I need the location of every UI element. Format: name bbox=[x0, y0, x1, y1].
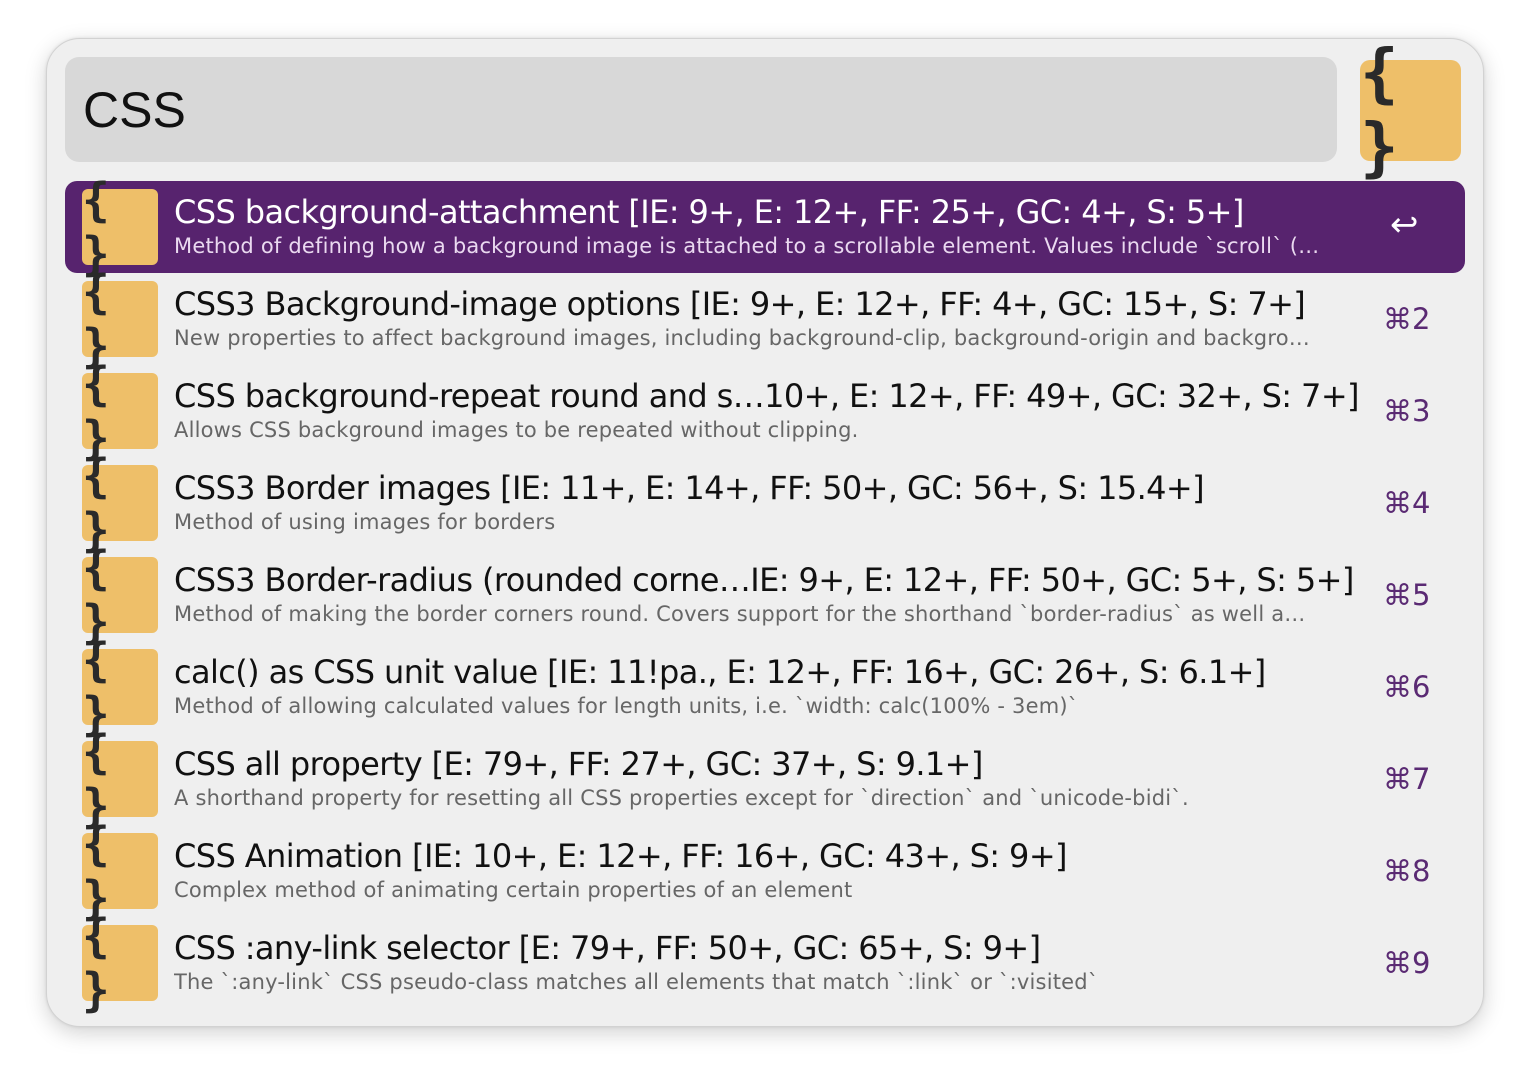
braces-icon: { } bbox=[82, 173, 158, 281]
search-box[interactable] bbox=[65, 57, 1337, 162]
search-input[interactable] bbox=[83, 75, 1323, 145]
braces-icon: { } bbox=[82, 817, 158, 925]
result-row[interactable]: { } CSS background-repeat round and s…10… bbox=[65, 357, 1465, 465]
braces-icon: { } bbox=[82, 449, 158, 557]
result-row[interactable]: { } CSS :any-link selector [E: 79+, FF: … bbox=[65, 909, 1465, 1017]
result-subtitle: Method of allowing calculated values for… bbox=[174, 694, 1079, 718]
shortcut-label: ⌘4 bbox=[1383, 486, 1431, 520]
braces-icon: { } bbox=[82, 265, 158, 373]
braces-icon: { } bbox=[82, 633, 158, 741]
result-row[interactable]: { } CSS Animation [IE: 10+, E: 12+, FF: … bbox=[65, 817, 1465, 925]
result-row[interactable]: { } CSS all property [E: 79+, FF: 27+, G… bbox=[65, 725, 1465, 833]
result-title: calc() as CSS unit value [IE: 11!pa., E:… bbox=[174, 653, 1266, 691]
result-row[interactable]: { } CSS3 Background-image options [IE: 9… bbox=[65, 265, 1465, 373]
braces-icon: { } bbox=[82, 725, 158, 833]
shortcut-label: ⌘9 bbox=[1383, 946, 1431, 980]
shortcut-label: ⌘2 bbox=[1383, 302, 1431, 336]
result-subtitle: A shorthand property for resetting all C… bbox=[174, 786, 1189, 810]
results-list: { } CSS background-attachment [IE: 9+, E… bbox=[65, 173, 1465, 1017]
result-subtitle: Method of defining how a background imag… bbox=[174, 234, 1320, 258]
result-subtitle: New properties to affect background imag… bbox=[174, 326, 1310, 350]
shortcut-label: ⌘6 bbox=[1383, 670, 1431, 704]
result-title: CSS background-attachment [IE: 9+, E: 12… bbox=[174, 193, 1244, 231]
braces-icon: { } bbox=[82, 909, 158, 1017]
result-subtitle: The `:any-link` CSS pseudo-class matches… bbox=[174, 970, 1099, 994]
result-title: CSS :any-link selector [E: 79+, FF: 50+,… bbox=[174, 929, 1041, 967]
braces-icon: { } bbox=[82, 357, 158, 465]
result-title: CSS all property [E: 79+, FF: 27+, GC: 3… bbox=[174, 745, 983, 783]
shortcut-label: ⌘3 bbox=[1383, 394, 1431, 428]
shortcut-label: ⌘8 bbox=[1383, 854, 1431, 888]
result-row[interactable]: { } CSS background-attachment [IE: 9+, E… bbox=[65, 173, 1465, 281]
result-title: CSS background-repeat round and s…10+, E… bbox=[174, 377, 1360, 415]
launcher-window: { } { } CSS background-attachment [IE: 9… bbox=[46, 37, 1484, 1027]
result-row[interactable]: { } calc() as CSS unit value [IE: 11!pa.… bbox=[65, 633, 1465, 741]
shortcut-label: ⌘5 bbox=[1383, 578, 1431, 612]
result-subtitle: Method of making the border corners roun… bbox=[174, 602, 1306, 626]
result-subtitle: Allows CSS background images to be repea… bbox=[174, 418, 859, 442]
result-title: CSS Animation [IE: 10+, E: 12+, FF: 16+,… bbox=[174, 837, 1068, 875]
result-subtitle: Complex method of animating certain prop… bbox=[174, 878, 853, 902]
result-title: CSS3 Border images [IE: 11+, E: 14+, FF:… bbox=[174, 469, 1205, 507]
return-key-icon: ↩ bbox=[1390, 205, 1419, 245]
shortcut-label: ⌘7 bbox=[1383, 762, 1431, 796]
result-row[interactable]: { } CSS3 Border images [IE: 11+, E: 14+,… bbox=[65, 449, 1465, 557]
result-title: CSS3 Border-radius (rounded corne…IE: 9+… bbox=[174, 561, 1354, 599]
braces-icon: { } bbox=[82, 541, 158, 649]
result-subtitle: Method of using images for borders bbox=[174, 510, 556, 534]
result-row[interactable]: { } CSS3 Border-radius (rounded corne…IE… bbox=[65, 541, 1465, 649]
result-title: CSS3 Background-image options [IE: 9+, E… bbox=[174, 285, 1306, 323]
braces-icon: { } bbox=[1360, 37, 1461, 185]
